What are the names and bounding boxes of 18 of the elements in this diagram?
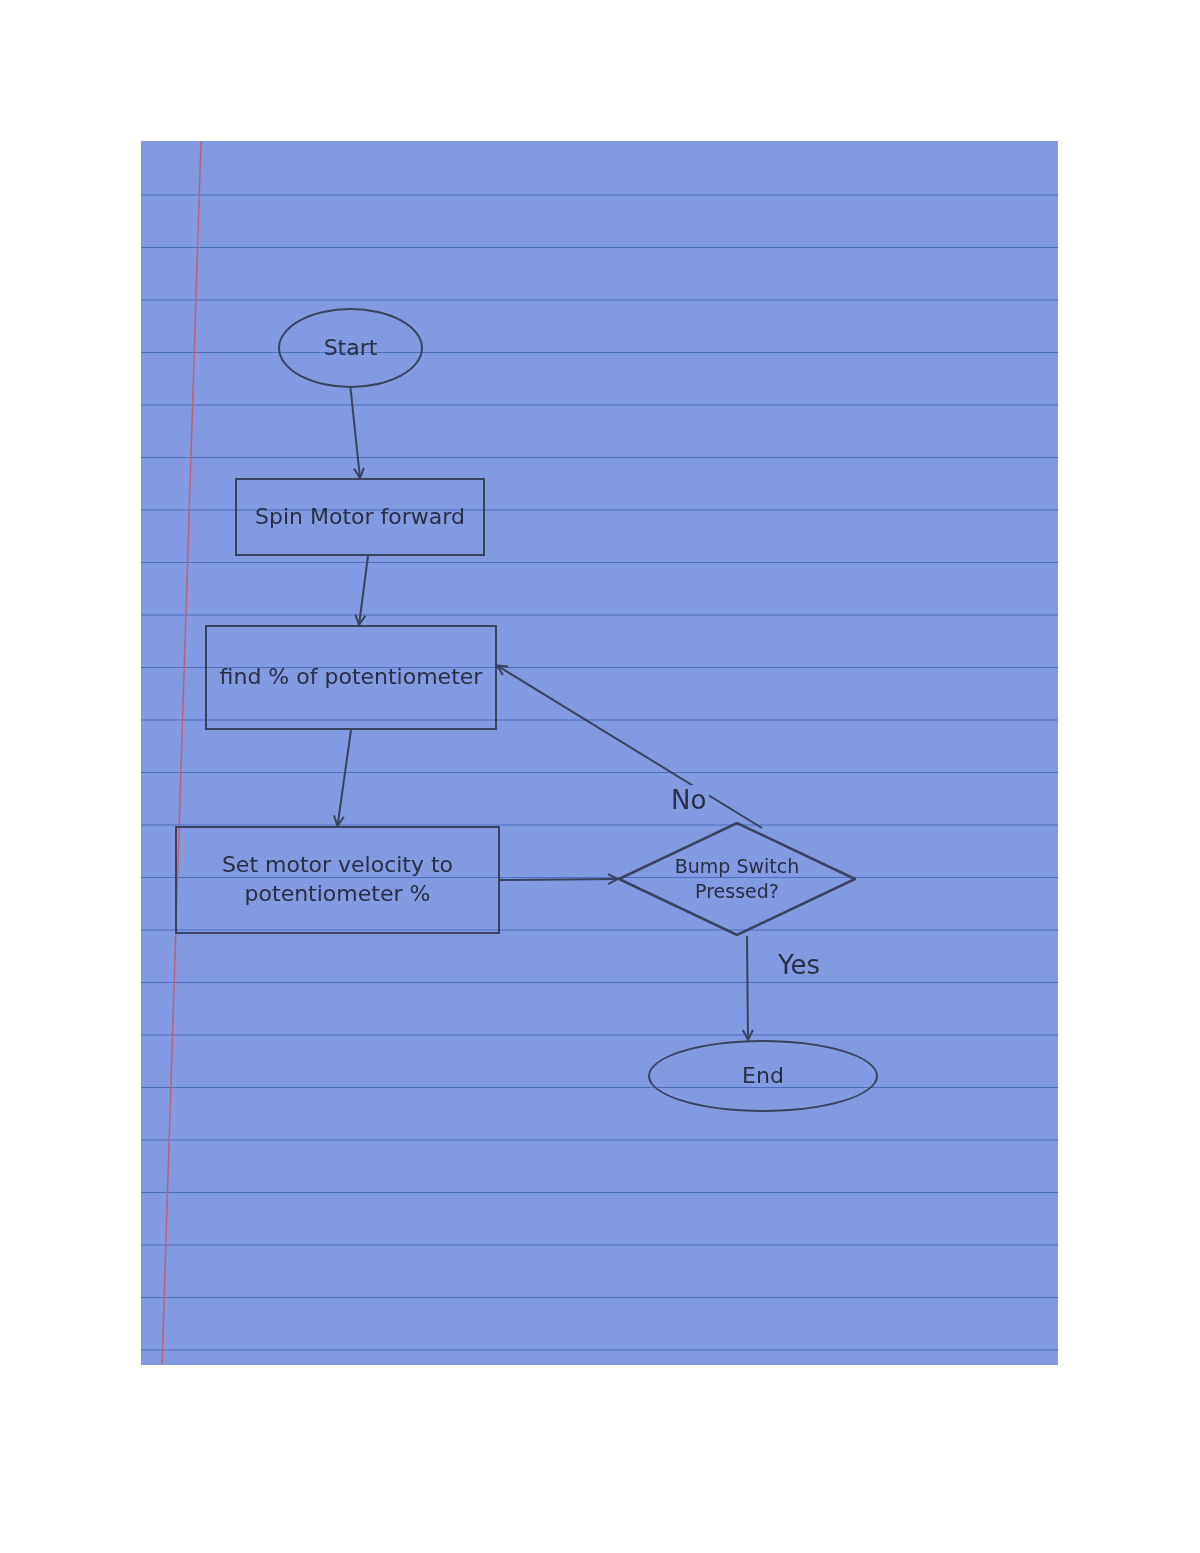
process-box: [235, 478, 485, 556]
arrow: [349, 387, 365, 479]
node-text: Spin Motor forward: [255, 502, 465, 531]
node-text: Bump Switch Pressed?: [673, 854, 801, 904]
arrow: [741, 935, 754, 1041]
start-terminal: [278, 308, 423, 388]
node-text: End: [742, 1061, 784, 1090]
arrow: [332, 729, 352, 827]
node-text: Start: [323, 333, 378, 362]
arrow: [499, 873, 619, 886]
arrow: [496, 664, 763, 829]
decision-diamond: [618, 822, 856, 936]
node-text: find % of potentiometer: [219, 663, 483, 692]
arrow: [354, 555, 369, 626]
process-box: [205, 625, 497, 730]
process-box: [175, 826, 500, 934]
end-terminal: [648, 1040, 878, 1112]
node-text: Set motor velocity to potentiometer %: [220, 851, 455, 908]
